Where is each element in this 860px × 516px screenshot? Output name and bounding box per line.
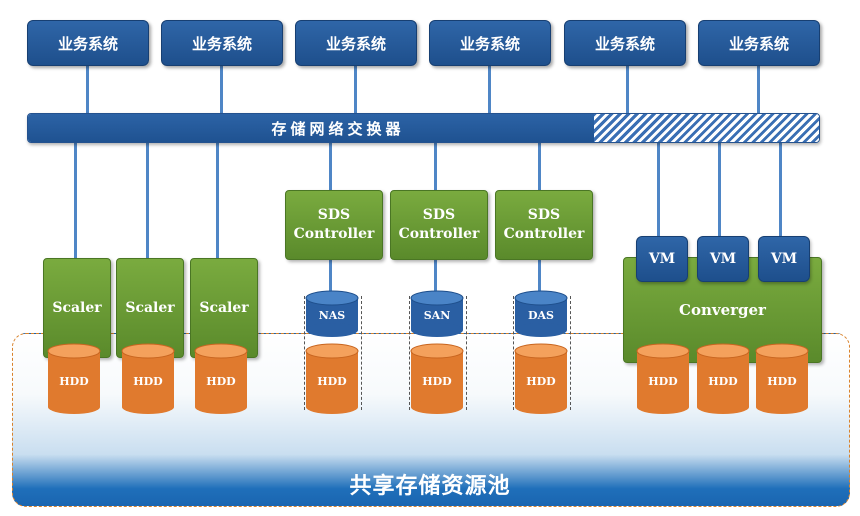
vm-3[interactable]: VM <box>758 236 810 282</box>
storage-stack-guide <box>513 296 571 410</box>
hdd-disk[interactable]: HDD <box>410 343 464 415</box>
sds-controller-1[interactable]: SDS Controller <box>285 190 383 260</box>
storage-network-switch[interactable]: 存储网络交换器 <box>27 113 820 143</box>
hdd-label: HDD <box>206 375 236 388</box>
connector-line <box>538 141 541 191</box>
sds-controller-3[interactable]: SDS Controller <box>495 190 593 260</box>
business-system-6[interactable]: 业务系统 <box>698 20 820 66</box>
storage-das[interactable]: DAS <box>514 290 568 338</box>
switch-label: 存储网络交换器 <box>271 119 405 138</box>
connector-line <box>329 258 332 294</box>
business-system-3[interactable]: 业务系统 <box>295 20 417 66</box>
business-system-4[interactable]: 业务系统 <box>429 20 551 66</box>
storage-stack-guide <box>409 296 467 410</box>
connector-line <box>216 141 219 259</box>
hdd-label: HDD <box>422 375 452 388</box>
storage-stack-guide <box>304 296 362 410</box>
connector-line <box>354 64 357 114</box>
connector-line <box>146 141 149 259</box>
hdd-disk[interactable]: HDD <box>696 343 750 415</box>
storage-nas-label: NAS <box>318 309 346 322</box>
hdd-disk[interactable]: HDD <box>121 343 175 415</box>
connector-line <box>626 64 629 114</box>
sds-controller-label: SDS <box>422 207 456 223</box>
connector-line <box>718 141 721 237</box>
hdd-disk[interactable]: HDD <box>636 343 690 415</box>
business-system-5[interactable]: 业务系统 <box>564 20 686 66</box>
connector-line <box>434 258 437 294</box>
storage-san-label: SAN <box>423 309 451 322</box>
shared-storage-pool-label: 共享存储资源池 <box>349 474 511 499</box>
sds-controller-label: SDS <box>317 207 351 223</box>
hdd-label: HDD <box>133 375 163 388</box>
sds-controller-label: Controller <box>503 226 585 242</box>
connector-line <box>657 141 660 237</box>
connector-line <box>329 141 332 191</box>
switch-solid-section <box>28 114 594 142</box>
connector-line <box>488 64 491 114</box>
vm-1[interactable]: VM <box>636 236 688 282</box>
business-system-2[interactable]: 业务系统 <box>161 20 283 66</box>
connector-line <box>74 141 77 259</box>
hdd-label: HDD <box>317 375 347 388</box>
scaler-1[interactable]: Scaler <box>43 258 111 358</box>
connector-line <box>779 141 782 237</box>
hdd-label: HDD <box>59 375 89 388</box>
connector-line <box>86 64 89 114</box>
hdd-label: HDD <box>708 375 738 388</box>
business-system-1[interactable]: 业务系统 <box>27 20 149 66</box>
hdd-disk[interactable]: HDD <box>47 343 101 415</box>
hdd-label: HDD <box>767 375 797 388</box>
storage-san[interactable]: SAN <box>410 290 464 338</box>
connector-line <box>538 258 541 294</box>
hdd-disk[interactable]: HDD <box>755 343 809 415</box>
converger-label: Converger <box>679 301 766 319</box>
sds-controller-label: Controller <box>398 226 480 242</box>
hdd-disk[interactable]: HDD <box>194 343 248 415</box>
hdd-disk[interactable]: HDD <box>514 343 568 415</box>
connector-line <box>434 141 437 191</box>
hdd-disk[interactable]: HDD <box>305 343 359 415</box>
storage-das-label: DAS <box>527 309 555 322</box>
sds-controller-label: SDS <box>527 207 561 223</box>
vm-2[interactable]: VM <box>697 236 749 282</box>
sds-controller-2[interactable]: SDS Controller <box>390 190 488 260</box>
storage-nas[interactable]: NAS <box>305 290 359 338</box>
hdd-label: HDD <box>526 375 556 388</box>
connector-line <box>220 64 223 114</box>
switch-hatched-section <box>594 114 819 142</box>
hdd-label: HDD <box>648 375 678 388</box>
connector-line <box>757 64 760 114</box>
sds-controller-label: Controller <box>293 226 375 242</box>
